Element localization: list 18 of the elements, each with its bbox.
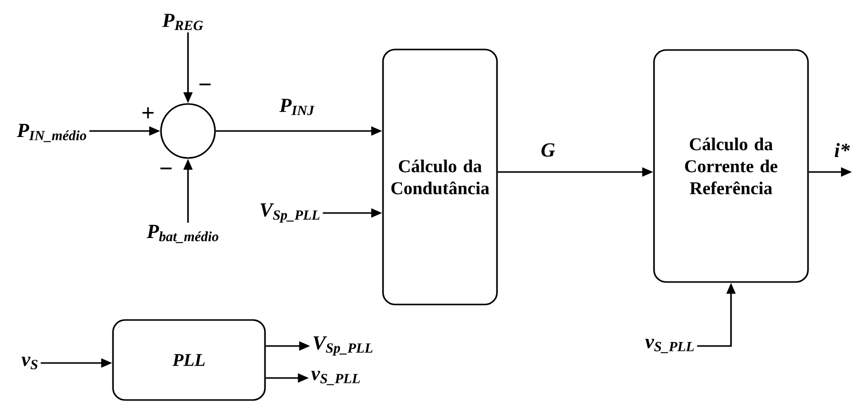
edge-label: P$_{INJ}$ — [279, 98, 314, 116]
signal-label: P$_{IN_médio}$ — [16, 124, 86, 142]
sign-label: − — [160, 168, 172, 170]
summing-junction — [160, 103, 216, 159]
signal-label: V$_{Sp_PLL}$ — [260, 203, 320, 223]
signal-label: P$_{REG}$ — [162, 14, 204, 30]
process-box: Cálculo da Corrente de Referência — [653, 49, 809, 283]
signal-label: v$_{S}$ — [22, 356, 38, 370]
signal-label: P$_{bat_médio}$ — [146, 224, 218, 244]
process-box: Cálculo da Condutância — [382, 48, 498, 306]
process-box: PLL — [112, 319, 266, 401]
signal-label: i* — [834, 143, 850, 157]
edge-label: G — [541, 143, 555, 157]
sign-label: − — [199, 84, 211, 86]
signal-label: v$_{S_PLL}$ — [311, 370, 360, 386]
sign-label: + — [142, 107, 154, 118]
signal-label: v$_{S_PLL}$ — [645, 338, 694, 354]
signal-label: V$_{Sp_PLL}$ — [314, 336, 373, 356]
